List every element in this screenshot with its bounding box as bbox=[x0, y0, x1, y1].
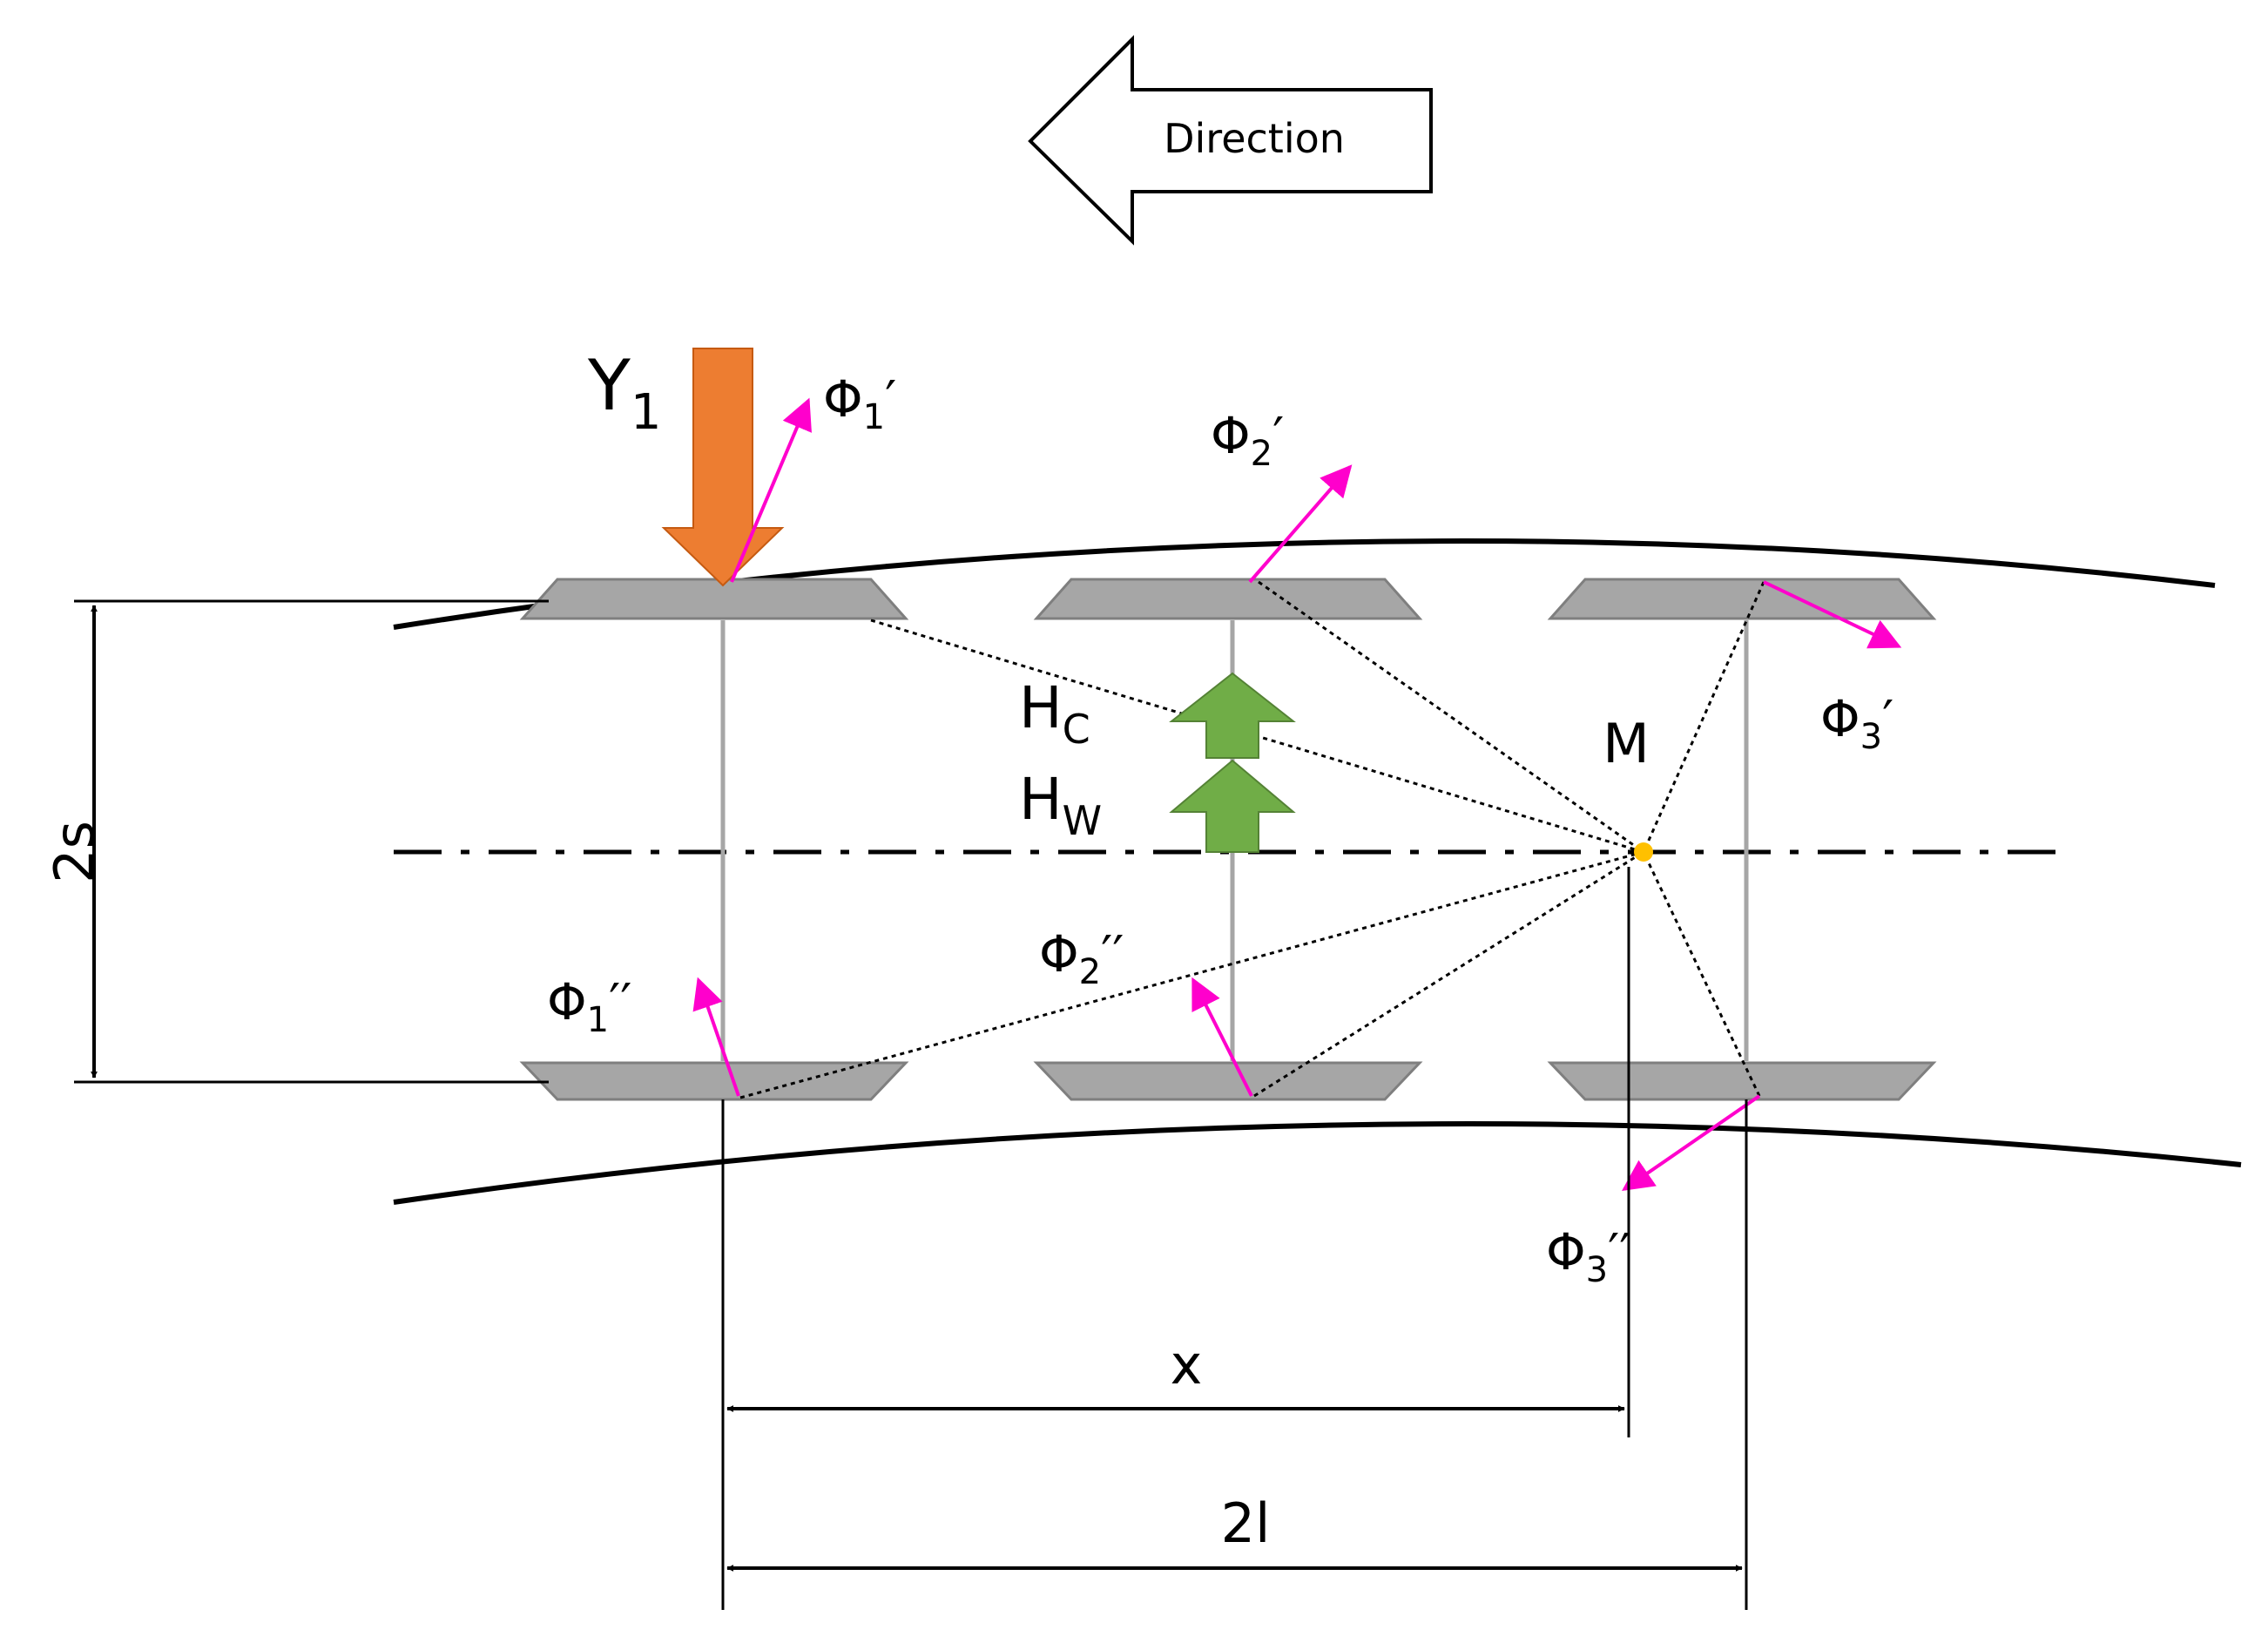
angle-labels: Φ1′ Φ2′ Φ3′ Φ1′′ Φ2′′ Φ3′′ bbox=[547, 369, 1893, 1290]
phi3-inner-label: Φ3′′ bbox=[1546, 1222, 1630, 1290]
guide-force-arrows bbox=[1169, 672, 1296, 853]
gauge-dimension bbox=[74, 599, 549, 1084]
wheelbase-label: 2l bbox=[1221, 1491, 1271, 1555]
gauge-label: 2s bbox=[43, 821, 106, 883]
wheel-2-outer bbox=[1033, 578, 1423, 620]
phi1-outer-label: Φ1′ bbox=[823, 369, 896, 437]
inner-rail bbox=[393, 1121, 2242, 1205]
hc-arrow bbox=[1169, 672, 1296, 759]
wheel-1-inner bbox=[519, 1061, 909, 1101]
direction-label: Direction bbox=[1164, 115, 1345, 162]
phi1-outer-arrow bbox=[730, 397, 812, 583]
phi2-inner-arrow bbox=[1191, 977, 1253, 1097]
wheel-3-inner bbox=[1547, 1061, 1937, 1101]
hw-arrow bbox=[1169, 759, 1296, 853]
phi2-outer-label: Φ2′ bbox=[1211, 406, 1284, 474]
phi2-outer-arrow bbox=[1248, 464, 1353, 584]
phi3-outer-arrow bbox=[1763, 580, 1902, 649]
phi1-inner-arrow bbox=[692, 977, 740, 1097]
hw-label: HW bbox=[1019, 766, 1102, 844]
x-label: x bbox=[1171, 1333, 1203, 1396]
phi2-inner-label: Φ2′′ bbox=[1039, 924, 1124, 992]
lateral-force-y1-arrow bbox=[661, 348, 785, 587]
y1-label: Y1 bbox=[587, 345, 662, 441]
pivot-point bbox=[1634, 842, 1653, 862]
phi1-inner-label: Φ1′′ bbox=[547, 972, 631, 1040]
phi3-inner-arrow bbox=[1622, 1094, 1761, 1192]
angle-arrows bbox=[692, 397, 1902, 1192]
hc-label: HC bbox=[1019, 674, 1090, 753]
direction-arrow: Direction bbox=[1028, 35, 1433, 246]
wheel-2-inner bbox=[1033, 1061, 1423, 1101]
wheel-3-outer bbox=[1547, 578, 1937, 620]
phi3-outer-label: Φ3′ bbox=[1820, 689, 1893, 757]
longitudinal-dimensions bbox=[721, 867, 1748, 1610]
wheels bbox=[519, 578, 1937, 1101]
wheel-1-outer bbox=[519, 578, 909, 620]
pivot-label: M bbox=[1603, 712, 1650, 775]
